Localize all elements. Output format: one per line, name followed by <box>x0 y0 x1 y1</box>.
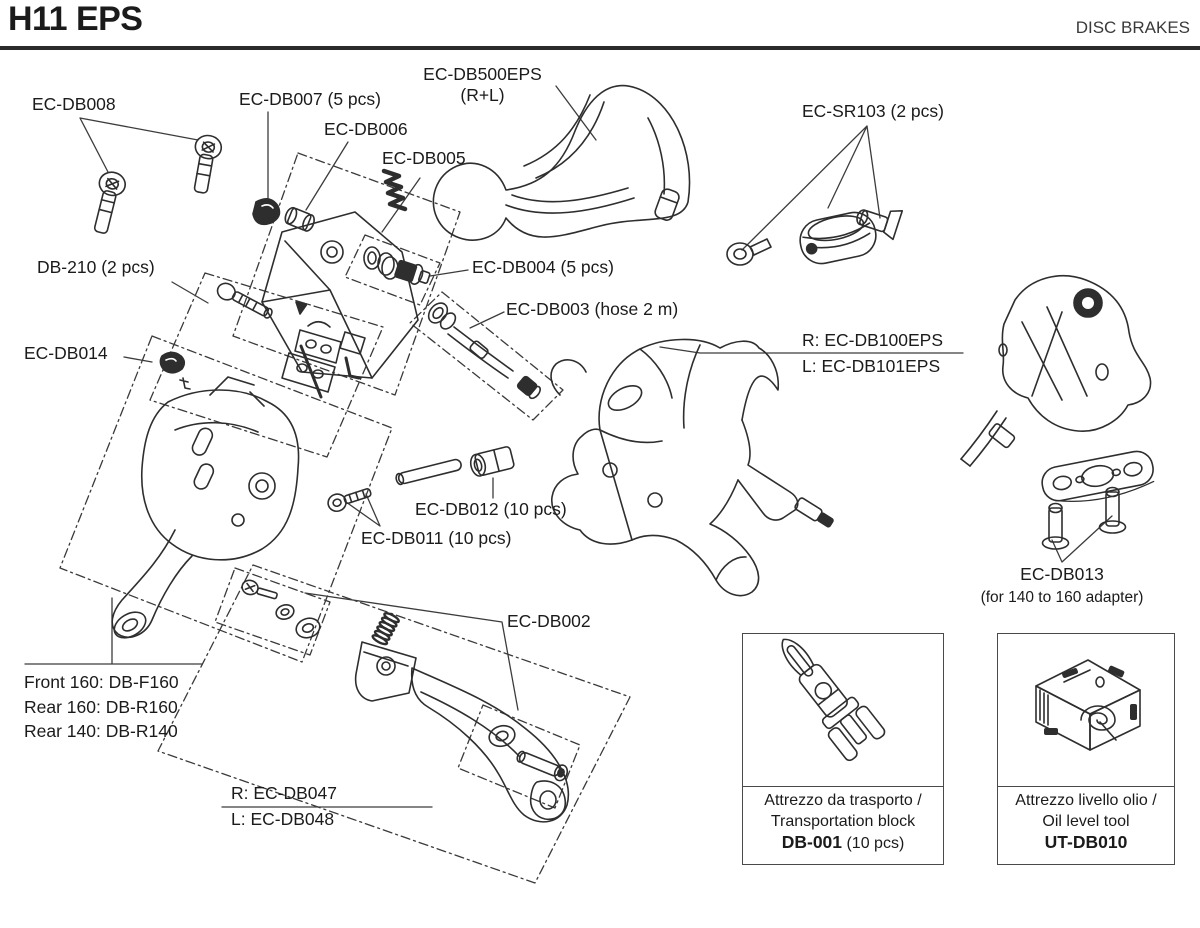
label-db-210: DB-210 (2 pcs) <box>37 257 155 277</box>
label-lever-left: L: EC-DB101EPS <box>802 356 941 376</box>
bushing-art <box>284 206 315 232</box>
section-label: DISC BRAKES <box>1075 18 1190 37</box>
transport-caption-it: Attrezzo da trasporto / <box>764 792 922 809</box>
front-caliper-art <box>111 376 300 639</box>
transport-code: DB-001 <box>781 832 843 852</box>
label-ec-db002: EC-DB002 <box>507 611 591 631</box>
transport-caption-en: Transportation block <box>770 813 916 830</box>
lever-body-art <box>550 338 834 597</box>
label-ec-db500eps-line2: (R+L) <box>460 85 505 105</box>
seals-fitting-art <box>363 246 431 285</box>
transportation-block-art <box>743 638 943 787</box>
oil-level-tool-box: Attrezzo livello olio / Oil level tool U… <box>997 633 1175 865</box>
label-ec-db500eps: EC-DB500EPS (R+L) <box>400 64 565 106</box>
label-blade-right: R: EC-DB047 <box>231 783 338 803</box>
label-ec-db008: EC-DB008 <box>32 94 116 114</box>
oil-caption-it: Attrezzo livello olio / <box>1015 792 1157 809</box>
label-lever-right: R: EC-DB100EPS <box>802 330 944 350</box>
label-ec-db014: EC-DB014 <box>24 343 108 363</box>
oil-tool-code: UT-DB010 <box>1044 832 1128 852</box>
grommet-art <box>252 198 281 226</box>
label-ec-db006: EC-DB006 <box>324 119 408 139</box>
clamp-set-art <box>726 209 904 266</box>
hose-art <box>427 302 542 400</box>
rear-caliper-art <box>960 274 1155 550</box>
label-rotor-kits: Front 160: DB-F160 Rear 160: DB-R160 Rea… <box>24 670 179 744</box>
label-ec-db012: EC-DB012 (10 pcs) <box>415 499 567 519</box>
mounting-screws-art <box>93 134 223 234</box>
label-ec-sr103: EC-SR103 (2 pcs) <box>802 101 944 121</box>
transport-block-caption: Attrezzo da trasporto / Transportation b… <box>743 790 943 854</box>
page-title: H11 EPS <box>8 0 143 38</box>
transport-qty: (10 pcs) <box>842 835 905 852</box>
transport-code-line: DB-001 (10 pcs) <box>743 832 943 854</box>
pads-bolt-art <box>216 282 342 399</box>
label-ec-db004: EC-DB004 (5 pcs) <box>472 257 614 277</box>
spring-art <box>381 168 408 212</box>
brake-lever-blade-art <box>241 579 570 823</box>
label-ec-db003: EC-DB003 (hose 2 m) <box>506 299 679 319</box>
header-rule <box>0 46 1200 50</box>
label-rotor-rear140: Rear 140: DB-R140 <box>24 721 178 741</box>
label-ec-db500eps-line1: EC-DB500EPS <box>423 64 542 84</box>
fitting-parts-art <box>327 446 515 513</box>
label-ec-db007: EC-DB007 (5 pcs) <box>239 89 381 109</box>
label-ec-db005: EC-DB005 <box>382 148 466 168</box>
adapter-bolts-art <box>1041 486 1127 550</box>
page-header: H11 EPS DISC BRAKES <box>0 0 1200 50</box>
oil-caption-en: Oil level tool <box>1042 813 1130 830</box>
label-ec-db013: EC-DB013 <box>1020 564 1104 584</box>
label-rotor-front160: Front 160: DB-F160 <box>24 672 179 692</box>
oil-tool-caption: Attrezzo livello olio / Oil level tool U… <box>998 790 1174 853</box>
label-rotor-rear160: Rear 160: DB-R160 <box>24 696 178 717</box>
hood-art <box>432 84 691 241</box>
leader-lines <box>24 85 1113 808</box>
label-ec-db013-note: (for 140 to 160 adapter) <box>980 589 1144 606</box>
bleed-screw-art <box>159 351 191 390</box>
transport-block-box: Attrezzo da trasporto / Transportation b… <box>742 633 944 865</box>
label-ec-db011: EC-DB011 (10 pcs) <box>361 528 512 548</box>
oil-level-tool-art <box>998 659 1174 787</box>
label-blade-left: L: EC-DB048 <box>231 809 335 829</box>
master-cylinder-art <box>261 211 419 380</box>
